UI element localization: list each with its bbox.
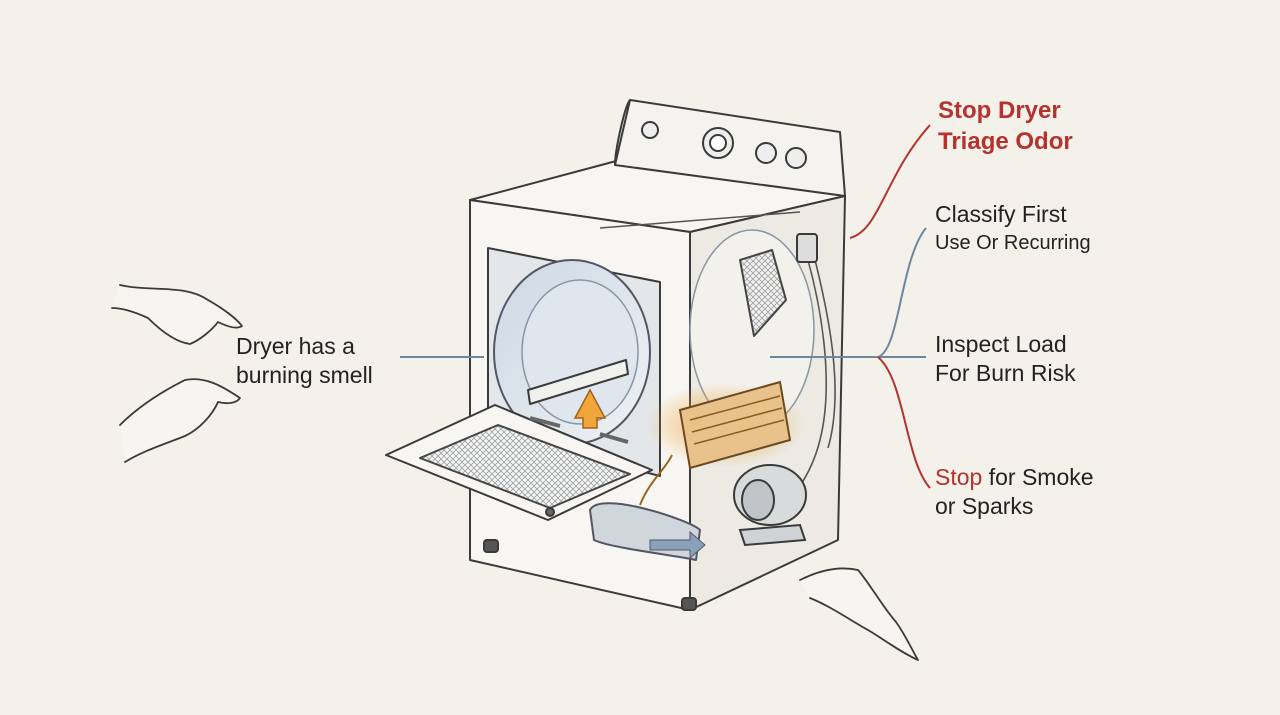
stop-smoke-line-1: Stop for Smoke [935,463,1094,492]
label-symptom: Dryer has a burning smell [236,332,373,390]
stop-smoke-line-2: or Sparks [935,493,1034,519]
stop-smoke-rest: for Smoke [982,464,1094,490]
stop-triage-line-1: Stop Dryer [938,97,1061,124]
hand-icon [111,284,919,661]
classify-line-2: Use Or Recurring [935,232,1091,254]
label-stop-triage: Stop Dryer Triage Odor [938,95,1073,157]
label-inspect: Inspect Load For Burn Risk [935,330,1076,388]
symptom-line-1: Dryer has a [236,333,355,359]
heating-element-icon [645,380,805,470]
label-stop-smoke: Stop for Smoke or Sparks [935,463,1094,521]
label-classify: Classify First Use Or Recurring [935,200,1091,258]
motor-icon [733,464,807,547]
connector-lines [400,124,931,489]
stop-word: Stop [935,464,983,490]
classify-line-1: Classify First [935,201,1067,227]
stop-triage-line-2: Triage Odor [938,128,1073,155]
inspect-line-2: For Burn Risk [935,360,1076,386]
airflow-arrow-icon [573,388,706,560]
symptom-line-2: burning smell [236,362,373,388]
inspect-line-1: Inspect Load [935,331,1067,357]
